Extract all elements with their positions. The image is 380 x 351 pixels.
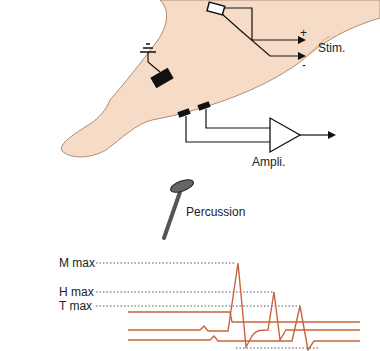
device-label: Ampli. bbox=[252, 155, 285, 169]
stim-wire bbox=[222, 14, 298, 56]
level-label: M max bbox=[58, 256, 96, 270]
hammer-handle bbox=[164, 192, 180, 238]
polarity-sign: + bbox=[300, 26, 307, 40]
arrow-head bbox=[328, 131, 336, 139]
ground-symbol bbox=[146, 43, 150, 45]
leg bbox=[61, 0, 380, 157]
recording-electrode bbox=[197, 101, 210, 111]
level-label: T max bbox=[58, 299, 93, 313]
trace bbox=[128, 263, 360, 347]
recording-electrode bbox=[177, 108, 190, 118]
trace bbox=[128, 306, 360, 350]
signal-label: Stim. bbox=[318, 41, 345, 55]
level-line bbox=[96, 292, 274, 293]
traces bbox=[128, 263, 360, 350]
level-line bbox=[96, 263, 236, 264]
ground-symbol bbox=[143, 47, 153, 49]
amp-wire bbox=[186, 116, 270, 142]
stim-wire bbox=[224, 8, 298, 40]
level-label: H max bbox=[58, 285, 95, 299]
amp-output bbox=[300, 134, 330, 135]
amp-wire bbox=[206, 109, 270, 128]
polarity-sign: - bbox=[302, 58, 306, 72]
device-label: Percussion bbox=[186, 205, 245, 219]
hammer-head bbox=[169, 177, 195, 195]
stim-electrode bbox=[207, 2, 225, 15]
level-line bbox=[96, 306, 300, 307]
ground-electrode bbox=[150, 68, 173, 88]
ground-wire bbox=[148, 52, 160, 72]
amplifier-symbol bbox=[270, 118, 300, 152]
ground-symbol bbox=[140, 51, 156, 53]
